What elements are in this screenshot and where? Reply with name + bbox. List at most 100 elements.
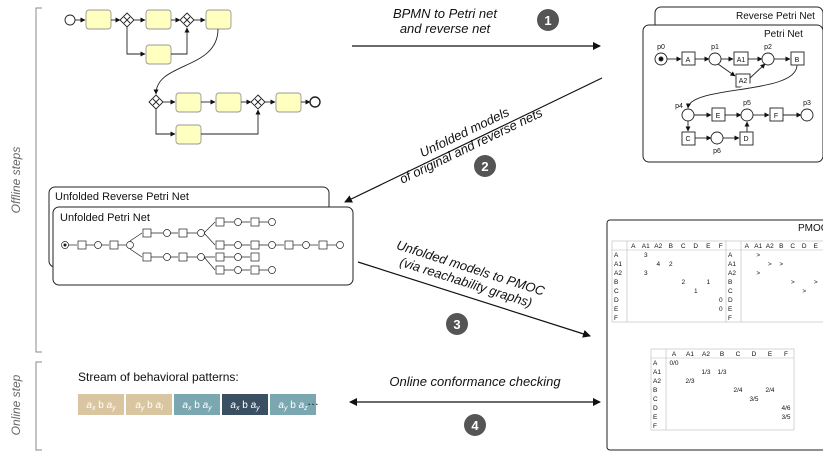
pmoc-cell: 4/6 [781, 405, 790, 412]
pmoc-col-header: C [790, 243, 795, 250]
pmoc-col-header: D [802, 243, 807, 250]
bpmn-task [205, 9, 232, 30]
pattern-chip-bg [270, 394, 316, 415]
transition-label: A2 [739, 78, 748, 85]
place-label: p1 [711, 44, 719, 51]
pattern-chip-label: ax​ b ay​ [86, 400, 116, 412]
pmoc-cell: > [768, 261, 772, 268]
pmoc-row-header: E [728, 306, 733, 313]
pmoc-cell: > [779, 261, 783, 268]
unfolded-reverse-title: Unfolded Reverse Petri Net [55, 191, 189, 203]
pmoc-cell: 2 [681, 279, 685, 286]
step-2-arrow [344, 77, 603, 203]
pmoc-row-header: A [728, 252, 733, 259]
pattern-chip-label: ay​ b az​ [278, 400, 308, 412]
pmoc-row-header: A2 [614, 270, 622, 277]
place-p2 [761, 52, 775, 66]
transition-label: A [686, 57, 691, 64]
token [658, 56, 664, 62]
pattern-chip: ax​ b ay​ [174, 394, 220, 415]
pmoc-row-header: A2 [728, 270, 736, 277]
pattern-chip-bg [222, 394, 268, 415]
pmoc-col-header: A1 [642, 243, 650, 250]
pattern-chip-bg [78, 394, 124, 415]
step-1-badge [537, 9, 559, 31]
pmoc-row-header: F [728, 315, 732, 322]
bpmn-model [64, 9, 321, 145]
pmoc-col-header: A [672, 351, 677, 358]
pmoc-col-header: E [706, 243, 711, 250]
step-4: Online conformance checking 4 [349, 374, 601, 436]
pattern-chip-label: ax​ b ay​ [182, 400, 212, 412]
bpmn-task [145, 9, 172, 30]
pmoc-row-header: E [614, 306, 619, 313]
pmoc-cell: 2/3 [685, 378, 694, 385]
pattern-chip: ay​ b az​ [270, 394, 316, 415]
pmoc-row-header: A1 [653, 369, 661, 376]
bpmn-task [215, 92, 242, 113]
place-label: p2 [764, 44, 772, 51]
transition-f [769, 107, 784, 122]
unfolded-petri-net-panel: Unfolded Petri Net [52, 206, 354, 286]
place-label: p5 [743, 100, 751, 107]
pmoc-col-header: A1 [686, 351, 694, 358]
pmoc-cell: 4 [656, 261, 660, 268]
place-p4 [681, 108, 695, 122]
petri-net [654, 51, 814, 146]
stream-patterns: ax​ b ay​ay​ b al​ax​ b ay​ax​ b ay​ay​ … [78, 394, 316, 415]
place-p5 [740, 108, 754, 122]
pmoc-row-header: D [614, 297, 619, 304]
bpmn-task [175, 92, 202, 113]
pmoc-cell: 3/5 [781, 414, 790, 421]
pattern-chip-bg [126, 394, 172, 415]
place-label: p6 [713, 148, 721, 155]
pmoc-cell: 0/0 [669, 360, 678, 367]
pattern-chip-bg [174, 394, 220, 415]
pmoc-row-header: C [728, 288, 733, 295]
transition-c [681, 131, 696, 146]
step-4-number: 4 [471, 418, 479, 433]
pmoc-row-header: A1 [614, 261, 622, 268]
step-3-badge [446, 313, 468, 335]
pmoc-cell: 2 [669, 261, 673, 268]
pmoc-row-header: B [614, 279, 618, 286]
pmoc-col-header: D [752, 351, 757, 358]
place-label: p3 [803, 100, 811, 107]
pmoc-cell: 0 [719, 297, 723, 304]
pmoc-col-header: E [768, 351, 773, 358]
step-1-label-line-1: BPMN to Petri net [393, 6, 498, 21]
offline-steps-label: Offline steps [9, 147, 23, 214]
step-3-arrow [357, 261, 591, 338]
place-label: p4 [675, 103, 683, 110]
unfolded-net [61, 217, 344, 275]
pattern-chip-label: ay​ b al​ [135, 400, 163, 412]
step-4-label: Online conformance checking [389, 374, 561, 389]
bpmn-task [145, 44, 172, 65]
online-step-label: Online step [9, 374, 23, 435]
pmoc-col-header: F [719, 243, 723, 250]
pmoc-col-header: B [669, 243, 673, 250]
transition-label: C [685, 136, 690, 143]
pmoc-col-header: C [681, 243, 686, 250]
transition-label: B [795, 57, 800, 64]
pmoc-cell: 0 [719, 306, 723, 313]
bpmn-start-event [64, 14, 76, 26]
pmoc-cell: 3 [644, 252, 648, 259]
pmoc-col-header: B [779, 243, 783, 250]
bpmn-end-event [309, 96, 321, 108]
place-p6 [710, 131, 724, 145]
reverse-petri-net-title: Reverse Petri Net [736, 11, 815, 22]
pmoc-row-header: F [614, 315, 618, 322]
petri-net-panel: Petri Net [642, 24, 823, 163]
pmoc-row-header: C [653, 396, 658, 403]
pattern-chip: ax​ b ay​ [78, 394, 124, 415]
step-2-badge [474, 155, 496, 177]
pmoc-title: PMOC [798, 223, 823, 234]
pmoc-col-header: C [736, 351, 741, 358]
step-3: Unfolded models to PMOC (via reachabilit… [357, 237, 591, 338]
bpmn-task [275, 92, 302, 113]
step-1-number: 1 [544, 13, 551, 28]
